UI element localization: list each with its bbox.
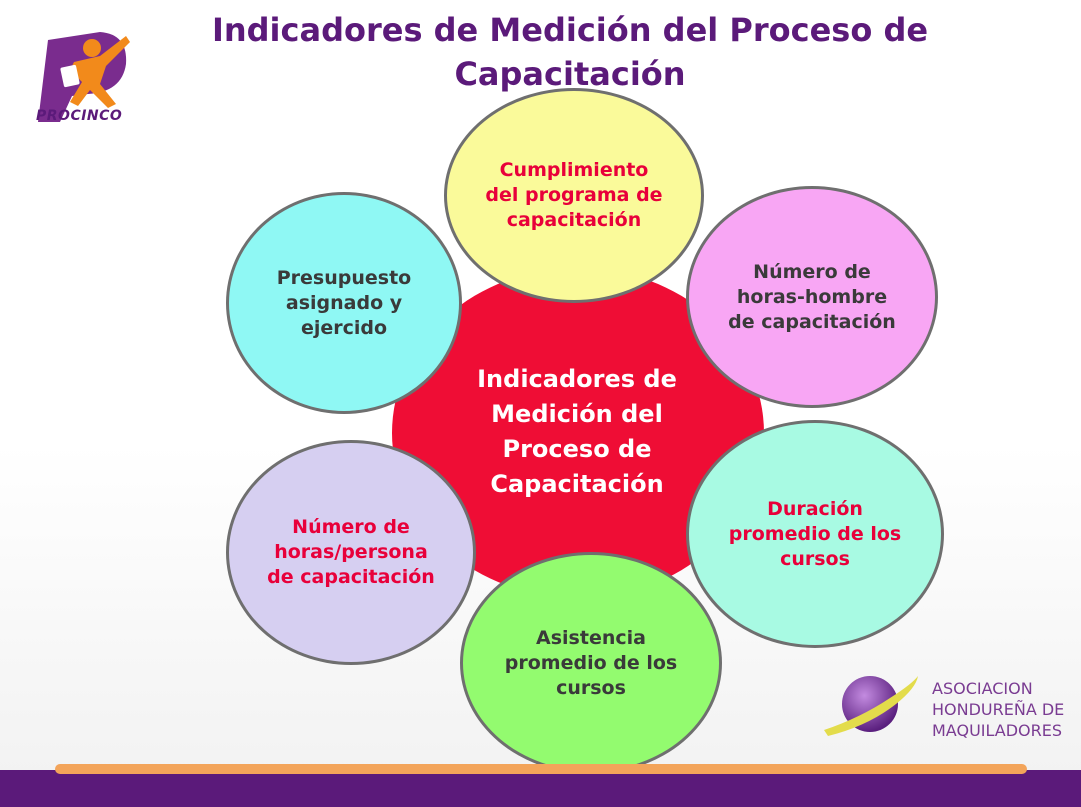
ahm-line1: ASOCIACION — [932, 679, 1033, 698]
node-presupuesto: Presupuesto asignado y ejercido — [226, 192, 462, 414]
node-label: Cumplimiento del programa de capacitació… — [485, 159, 663, 231]
node-horas-persona: Número de horas/persona de capacitación — [226, 440, 476, 665]
ahm-text: ASOCIACION HONDUREÑA DE MAQUILADORES — [932, 678, 1064, 741]
node-label: Asistencia promedio de los cursos — [504, 626, 678, 699]
node-duracion: Duración promedio de los cursos — [686, 420, 944, 648]
ahm-line3: MAQUILADORES — [932, 721, 1063, 740]
center-label: Indicadores de Medición del Proceso de C… — [477, 365, 677, 498]
node-cumplimiento: Cumplimiento del programa de capacitació… — [444, 88, 704, 303]
node-label: Duración promedio de los cursos — [728, 497, 902, 570]
procinco-logo-icon — [38, 32, 130, 122]
node-asistencia: Asistencia promedio de los cursos — [460, 552, 722, 774]
ahm-globe-logo-icon — [824, 676, 918, 736]
page-title: Indicadores de Medición del Proceso de C… — [211, 11, 929, 93]
ahm-line2: HONDUREÑA DE — [932, 700, 1065, 719]
node-horas-hombre: Número de horas-hombre de capacitación — [686, 186, 938, 408]
node-label: Número de horas-hombre de capacitación — [728, 260, 896, 333]
footer-bar — [0, 770, 1081, 807]
node-label: Presupuesto asignado y ejercido — [276, 266, 412, 339]
procinco-logo-text: PROCINCO — [36, 108, 123, 124]
node-label: Número de horas/persona de capacitación — [267, 516, 435, 588]
footer-accent-line — [55, 764, 1027, 774]
